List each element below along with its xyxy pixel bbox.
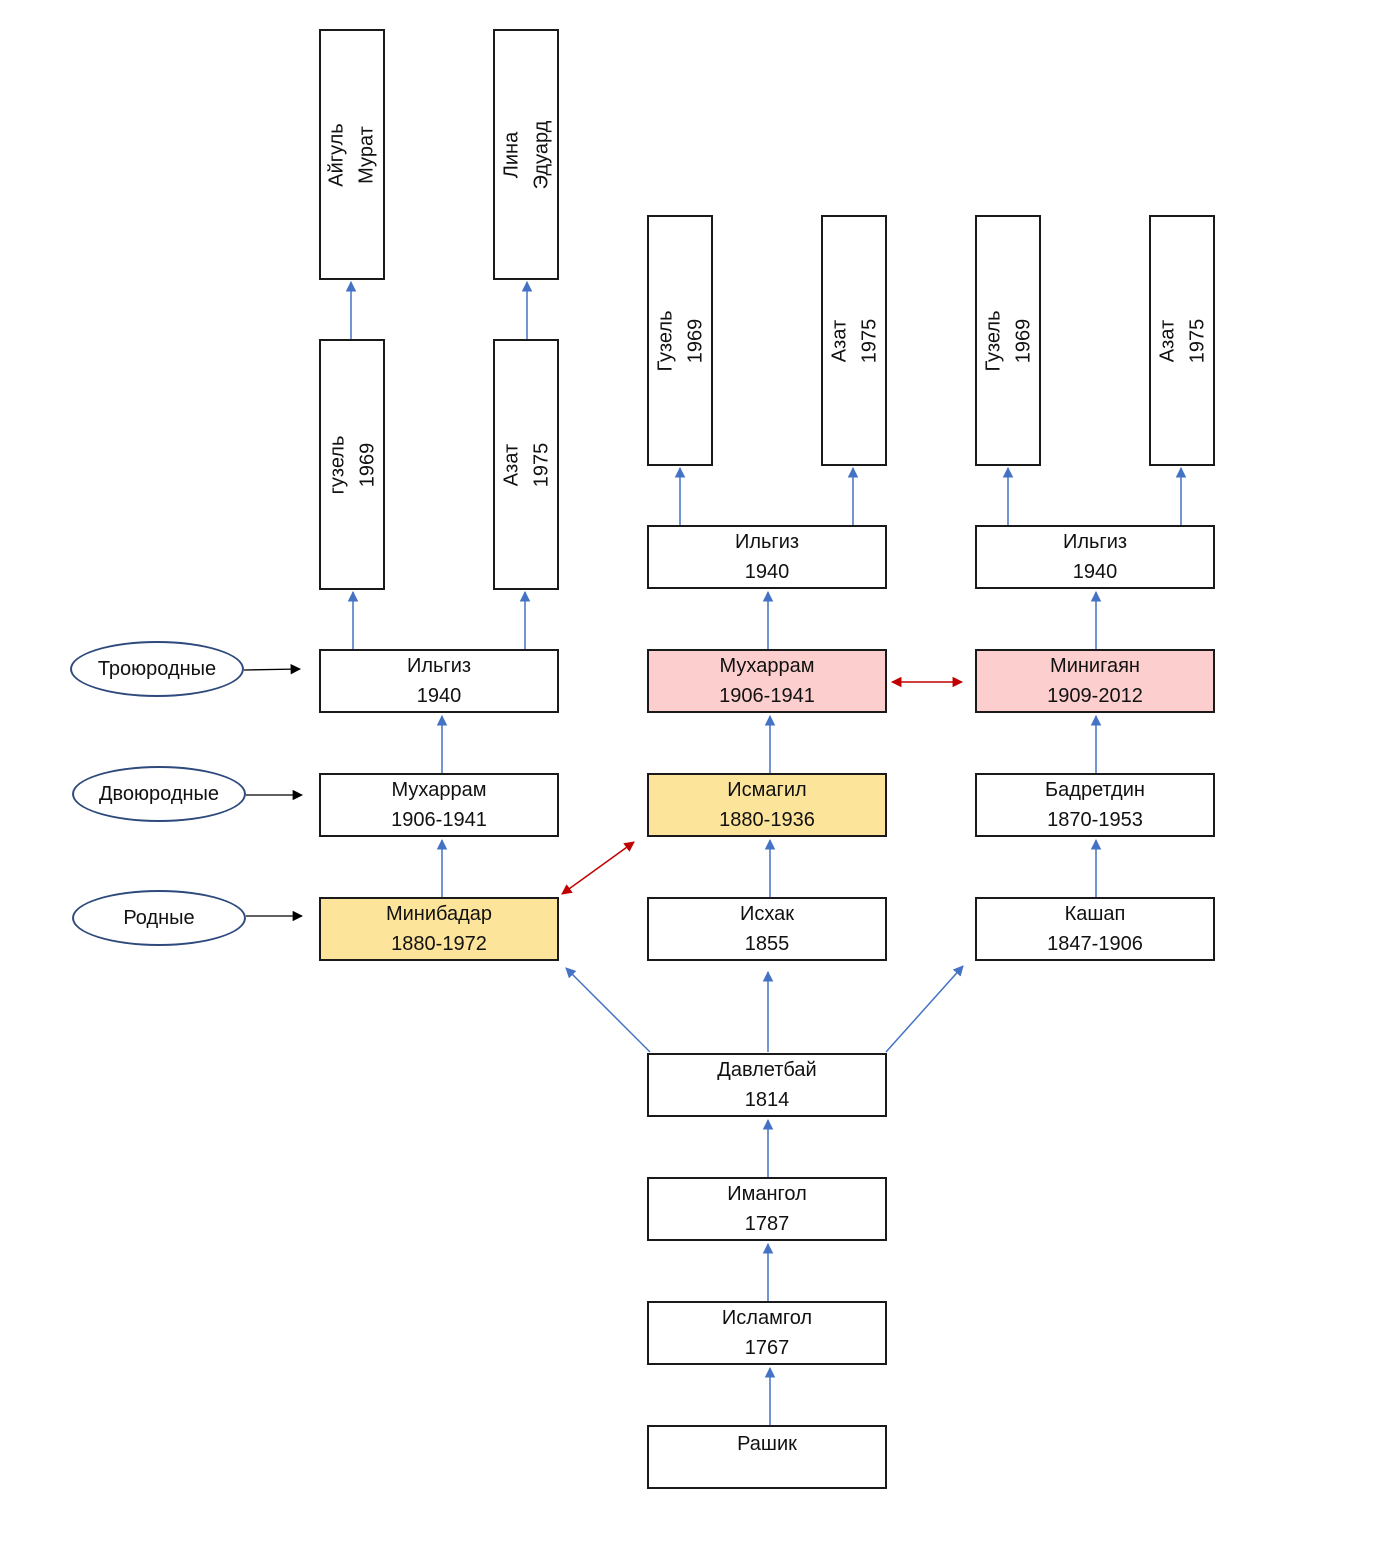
node-name: Ильгиз [734, 531, 800, 553]
node-islamgol: Исламгол 1767 [647, 1301, 887, 1365]
node-name: Минигаян [1050, 655, 1140, 677]
node-child2-right: Азат 1975 [1149, 215, 1215, 466]
node-child1-right: Гузель 1969 [975, 215, 1041, 466]
node-name: Кашап [1064, 903, 1126, 925]
node-name: Бадретдин [1045, 779, 1145, 801]
node-grandchild1: Айгуль Мурат [319, 29, 385, 280]
node-minibadar: Минибадар 1880-1972 [319, 897, 559, 961]
node-line2: 1969 [684, 318, 706, 363]
node-year: 1940 [416, 685, 462, 707]
node-name: Мухаррам [719, 655, 815, 677]
node-name: Исламгол [721, 1307, 813, 1329]
edge-davletbay-minibadar [565, 967, 651, 1053]
node-line1: Гузель [654, 310, 676, 371]
node-line1: Гузель [982, 310, 1004, 371]
node-name: Рашик [737, 1433, 797, 1455]
node-name: Имангол [727, 1183, 807, 1205]
node-year: 1880-1972 [391, 933, 487, 955]
legend-arrow-third-cousins [243, 663, 302, 675]
node-ilgiz-right: Ильгиз 1940 [975, 525, 1215, 589]
node-ilgiz-middle: Ильгиз 1940 [647, 525, 887, 589]
node-line2: Мурат [356, 125, 378, 184]
node-name: Исмагил [727, 779, 807, 801]
node-child2-middle: Азат 1975 [821, 215, 887, 466]
node-year: 1767 [744, 1337, 790, 1359]
node-year: 1906-1941 [391, 809, 487, 831]
node-year: 1787 [744, 1213, 790, 1235]
legend-siblings-label: Родные [123, 906, 195, 929]
node-year: 1855 [744, 933, 790, 955]
node-name: Ильгиз [406, 655, 472, 677]
legend-siblings: Родные [72, 890, 246, 946]
node-ismagil: Исмагил 1880-1936 [647, 773, 887, 837]
node-grandchild2: Лина Эдуард [493, 29, 559, 280]
node-line2: 1975 [530, 442, 552, 487]
node-name: Мухаррам [391, 779, 487, 801]
node-year: 1814 [744, 1089, 790, 1111]
node-year: 1940 [744, 561, 790, 583]
legend-third-cousins: Троюродные [70, 641, 244, 697]
legend-third-cousins-label: Троюродные [97, 657, 217, 680]
node-kashap: Кашап 1847-1906 [975, 897, 1215, 961]
node-muharram-middle: Мухаррам 1906-1941 [647, 649, 887, 713]
node-muharram-left: Мухаррам 1906-1941 [319, 773, 559, 837]
node-line1: Азат [500, 443, 522, 486]
relation-minibadar-ismagil [561, 841, 635, 895]
node-line1: Лина [500, 131, 522, 178]
node-name: Давлетбай [717, 1059, 817, 1081]
node-line2: 1975 [1186, 318, 1208, 363]
node-ilgiz-left: Ильгиз 1940 [319, 649, 559, 713]
legend-cousins-label: Двоюродные [98, 782, 220, 805]
node-line1: гузель [325, 435, 348, 494]
node-name: Минибадар [385, 903, 493, 925]
node-line2: 1975 [858, 318, 880, 363]
node-line2: 1969 [1012, 318, 1034, 363]
node-year: 1940 [1072, 561, 1118, 583]
node-child1-left: гузель 1969 [319, 339, 385, 590]
node-year: 1880-1936 [719, 809, 815, 831]
node-miniga: Минигаян 1909-2012 [975, 649, 1215, 713]
node-child1-middle: Гузель 1969 [647, 215, 713, 466]
node-line1: Азат [1156, 319, 1178, 362]
node-child2-left: Азат 1975 [493, 339, 559, 590]
node-badretdin: Бадретдин 1870-1953 [975, 773, 1215, 837]
node-iskhak: Исхак 1855 [647, 897, 887, 961]
node-line1: Айгуль [326, 122, 348, 187]
node-year: 1847-1906 [1047, 933, 1143, 955]
edge-davletbay-kashap [885, 965, 964, 1053]
node-year: 1909-2012 [1047, 685, 1143, 707]
node-name: Исхак [739, 903, 795, 925]
node-rashik: Рашик [647, 1425, 887, 1489]
node-line2: Эдуард [530, 120, 552, 189]
node-line1: Азат [828, 319, 850, 362]
node-line2: 1969 [355, 442, 378, 487]
legend-cousins: Двоюродные [72, 766, 246, 822]
node-year: 1870-1953 [1047, 809, 1143, 831]
node-davletbay: Давлетбай 1814 [647, 1053, 887, 1117]
node-name: Ильгиз [1062, 531, 1128, 553]
node-imangol: Имангол 1787 [647, 1177, 887, 1241]
node-year: 1906-1941 [719, 685, 815, 707]
